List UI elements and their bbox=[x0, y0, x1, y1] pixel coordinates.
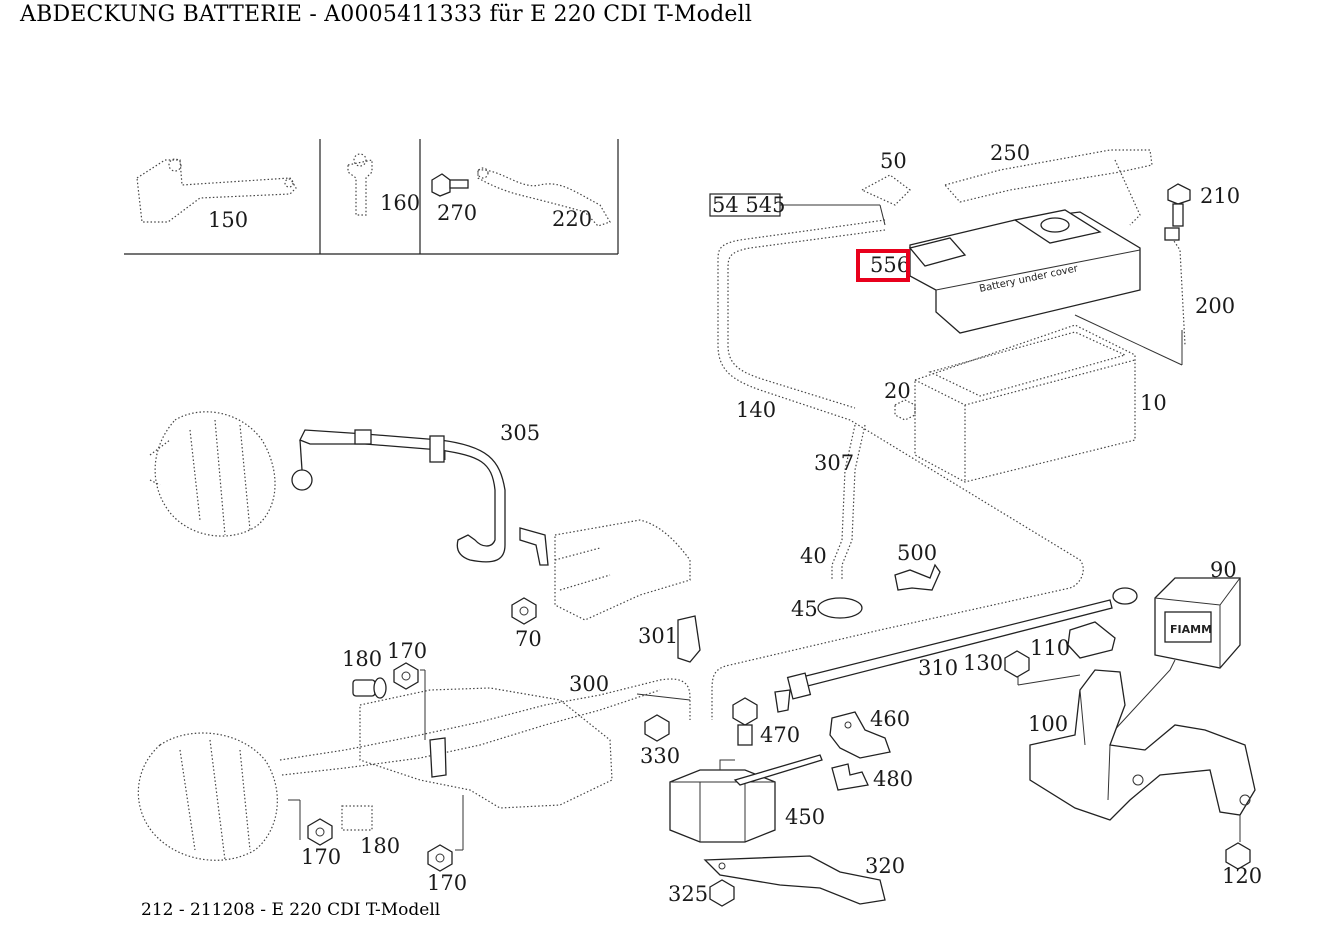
footer-caption: 212 - 211208 - E 220 CDI T-Modell bbox=[141, 900, 441, 920]
bolt-160-drawing bbox=[347, 153, 373, 216]
bracket-320-drawing bbox=[703, 855, 886, 905]
clip-301-drawing bbox=[677, 615, 701, 663]
cable-307-drawing bbox=[831, 424, 866, 580]
block-460-drawing bbox=[829, 711, 891, 759]
label-110[interactable]: 110 bbox=[1030, 636, 1070, 660]
cable-200-drawing bbox=[1164, 227, 1186, 346]
fuse-box-450-drawing bbox=[669, 754, 823, 843]
battery-cover-drawing: Battery under cover bbox=[908, 209, 1141, 334]
label-330[interactable]: 330 bbox=[640, 744, 680, 768]
strap-250-drawing bbox=[943, 149, 1153, 226]
nut-170-top-drawing bbox=[393, 662, 426, 740]
nut-20-drawing bbox=[894, 399, 916, 421]
label-300[interactable]: 300 bbox=[569, 672, 609, 696]
nut-70-drawing bbox=[511, 597, 537, 625]
nut-120-drawing bbox=[1225, 842, 1251, 870]
bracket-150-drawing bbox=[136, 158, 297, 223]
highlighted-part-label[interactable]: 556 bbox=[870, 253, 910, 277]
nut-170-bottom-left-drawing bbox=[288, 799, 333, 846]
highlight-box bbox=[856, 249, 910, 282]
label-310[interactable]: 310 bbox=[918, 656, 958, 680]
nut-325-drawing bbox=[709, 879, 735, 907]
bolt-210-drawing bbox=[1167, 183, 1191, 227]
strap-220-drawing bbox=[477, 167, 611, 227]
label-500[interactable]: 500 bbox=[897, 541, 937, 565]
label-305[interactable]: 305 bbox=[500, 421, 540, 445]
cable-300-drawing bbox=[279, 678, 691, 809]
label-200[interactable]: 200 bbox=[1195, 294, 1235, 318]
nut-330-drawing bbox=[644, 714, 670, 742]
label-170-bottom-right[interactable]: 170 bbox=[427, 871, 467, 895]
bolt-470-drawing bbox=[732, 697, 758, 746]
label-10[interactable]: 10 bbox=[1140, 391, 1167, 415]
label-20[interactable]: 20 bbox=[884, 379, 911, 403]
tray-100-drawing bbox=[1029, 669, 1256, 821]
bolt-270-drawing bbox=[431, 173, 469, 197]
label-325[interactable]: 325 bbox=[668, 882, 708, 906]
alternator-bottom-drawing bbox=[137, 732, 278, 861]
reference-box-label[interactable]: 54 545 bbox=[712, 193, 785, 217]
label-180-bottom[interactable]: 180 bbox=[360, 834, 400, 858]
label-160[interactable]: 160 bbox=[380, 191, 420, 215]
label-100[interactable]: 100 bbox=[1028, 712, 1068, 736]
label-150[interactable]: 150 bbox=[208, 208, 248, 232]
label-450[interactable]: 450 bbox=[785, 805, 825, 829]
battery-10-drawing bbox=[914, 324, 1136, 483]
nut-130-drawing bbox=[1004, 650, 1030, 678]
label-130[interactable]: 130 bbox=[963, 651, 1003, 675]
label-220[interactable]: 220 bbox=[552, 207, 592, 231]
label-170-bottom-left[interactable]: 170 bbox=[301, 845, 341, 869]
highlighted-part[interactable]: 556 bbox=[856, 249, 910, 282]
nut-170-bottom-right-drawing bbox=[427, 795, 464, 872]
label-460[interactable]: 460 bbox=[870, 707, 910, 731]
label-170-top[interactable]: 170 bbox=[387, 639, 427, 663]
bolt-180-top-drawing bbox=[352, 677, 387, 699]
label-301[interactable]: 301 bbox=[638, 624, 678, 648]
label-70[interactable]: 70 bbox=[515, 627, 542, 651]
bolt-180-bottom-drawing bbox=[341, 805, 373, 831]
clip-50-drawing bbox=[860, 174, 911, 206]
label-45[interactable]: 45 bbox=[791, 597, 818, 621]
inset-panels bbox=[124, 139, 619, 255]
cable-140-drawing bbox=[711, 219, 1084, 720]
aux-battery-brand: FIAMM bbox=[1170, 623, 1212, 636]
label-40[interactable]: 40 bbox=[800, 544, 827, 568]
label-307[interactable]: 307 bbox=[814, 451, 854, 475]
reference-box[interactable]: 54 545 bbox=[709, 193, 785, 217]
bracket-500-drawing bbox=[894, 563, 941, 591]
alternator-top-drawing bbox=[149, 411, 276, 537]
label-180-top[interactable]: 180 bbox=[342, 647, 382, 671]
starter-drawing bbox=[519, 519, 691, 621]
label-50[interactable]: 50 bbox=[880, 149, 907, 173]
cable-310-drawing bbox=[774, 587, 1138, 713]
part-labels: 150 160 270 220 50 250 210 200 10 20 140… bbox=[208, 141, 1262, 906]
leader-lines bbox=[444, 204, 886, 701]
aux-battery-90-drawing: FIAMM bbox=[1109, 577, 1241, 736]
label-320[interactable]: 320 bbox=[865, 854, 905, 878]
block-480-drawing bbox=[831, 763, 869, 791]
label-480[interactable]: 480 bbox=[873, 767, 913, 791]
label-250[interactable]: 250 bbox=[990, 141, 1030, 165]
clip-110-drawing bbox=[1067, 621, 1116, 659]
label-120[interactable]: 120 bbox=[1222, 864, 1262, 888]
cable-305-drawing bbox=[291, 429, 506, 563]
page-title: ABDECKUNG BATTERIE - A0005411333 für E 2… bbox=[20, 2, 753, 27]
label-470[interactable]: 470 bbox=[760, 723, 800, 747]
label-90[interactable]: 90 bbox=[1210, 558, 1237, 582]
label-270[interactable]: 270 bbox=[437, 201, 477, 225]
label-140[interactable]: 140 bbox=[736, 398, 776, 422]
label-210[interactable]: 210 bbox=[1200, 184, 1240, 208]
grommet-45-drawing bbox=[817, 597, 863, 619]
